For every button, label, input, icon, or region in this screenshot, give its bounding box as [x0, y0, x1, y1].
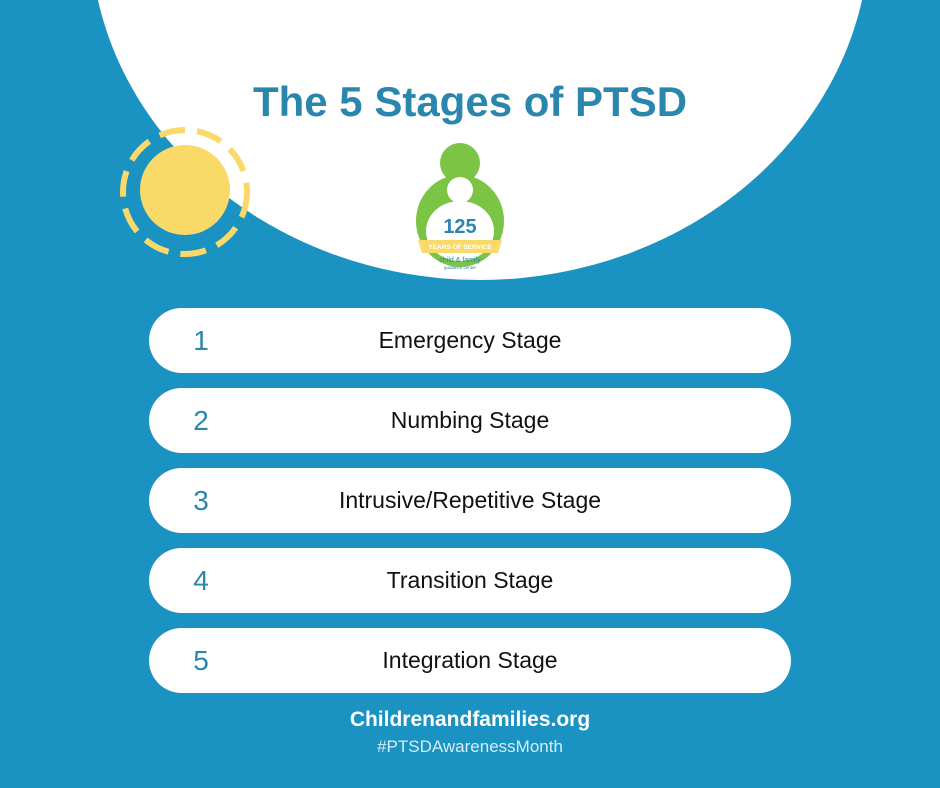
child-family-logo: 125 YEARS OF SERVICE child & family guid… — [416, 143, 504, 270]
website-link[interactable]: Childrenandfamilies.org — [349, 708, 591, 731]
stage-label: Intrusive/Repetitive Stage — [338, 487, 602, 513]
logo-name: child & family — [439, 257, 481, 264]
stage-item: 2 Numbing Stage — [149, 388, 791, 453]
stage-item: 4 Transition Stage — [149, 548, 791, 613]
hashtag: #PTSDAwarenessMonth — [377, 737, 563, 756]
stages-list: 1 Emergency Stage 2 Numbing Stage 3 Intr… — [149, 308, 791, 708]
stage-label: Integration Stage — [382, 647, 558, 673]
stage-number: 4 — [193, 564, 209, 596]
page-title: The 5 Stages of PTSD — [252, 78, 688, 125]
stage-number: 5 — [193, 644, 209, 676]
logo-number: 125 — [443, 216, 476, 238]
stage-label: Transition Stage — [386, 567, 554, 593]
stage-number: 3 — [193, 484, 209, 516]
stage-label: Emergency Stage — [378, 327, 562, 353]
stage-item: 5 Integration Stage — [149, 628, 791, 693]
stage-label: Numbing Stage — [390, 407, 550, 433]
logo-banner: YEARS OF SERVICE — [428, 244, 492, 251]
logo-subname: guidance center — [444, 265, 477, 270]
stage-item: 3 Intrusive/Repetitive Stage — [149, 468, 791, 533]
stage-number: 2 — [193, 404, 209, 436]
stage-number: 1 — [193, 324, 209, 356]
sun-icon — [120, 127, 250, 257]
stage-item: 1 Emergency Stage — [149, 308, 791, 373]
